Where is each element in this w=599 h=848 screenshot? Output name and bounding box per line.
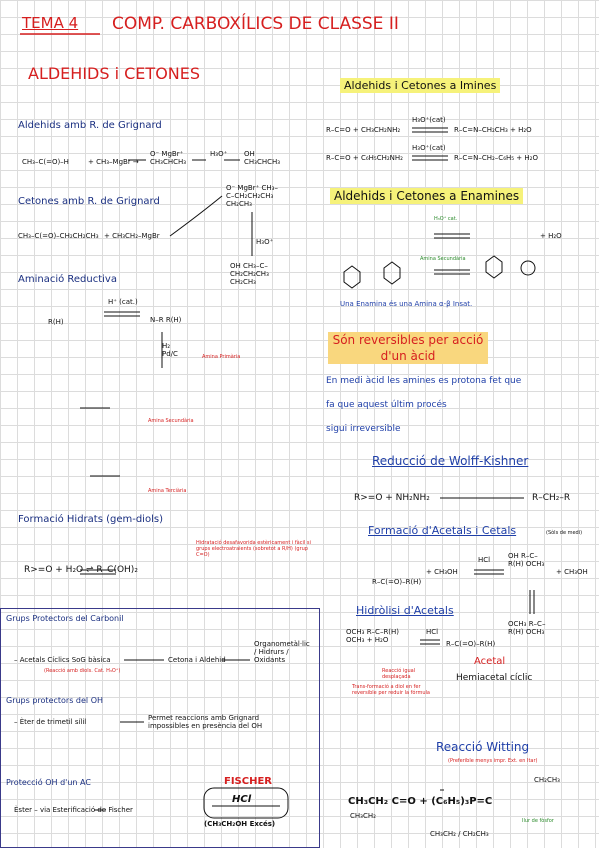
- hidrolisi-left: OCH₃ R–C–R(H) OCH₃ + H₂O: [346, 628, 400, 644]
- acetals-final: OCH₃ R–C–R(H) OCH₃: [508, 620, 546, 636]
- wittig-product: CH₃CH₂ / CH₂CH₃: [430, 830, 489, 838]
- wolff-title: Reducció de Wolff-Kishner: [372, 454, 529, 468]
- acetals-title: Formació d'Acetals i Cetals: [368, 524, 517, 537]
- wittig-ylide-note: Ilur de fòsfor: [522, 818, 554, 824]
- enamines-foot: Una Enamina és una Amina α-β Insat.: [340, 300, 473, 308]
- hidrolisi-hemi: Hemiacetal cíclic: [456, 673, 533, 683]
- enamines-prod: + H₂O: [540, 232, 562, 240]
- tema-label: TEMA 4: [22, 14, 79, 32]
- reversible-title: Són reversibles per acció d'un àcid: [328, 332, 488, 364]
- acetals-reagent: + CH₃OH: [426, 568, 458, 576]
- protectors-oh-title: Grups protectors del OH: [6, 696, 103, 705]
- page-title: COMP. CARBOXÍLICS DE CLASSE II: [112, 14, 399, 34]
- grignard-cet-title: Cetones amb R. de Grignard: [18, 196, 160, 207]
- hidrolisi-right: R–C(=O)–R(H): [446, 640, 496, 648]
- fischer-hcl: HCl: [232, 794, 252, 805]
- reversible-body1: En medi àcid les amines es protona fet q…: [326, 376, 522, 386]
- wolff-eq-left: R>=O + NH₂NH₂: [354, 493, 430, 503]
- imines-eq1-right: R–C=N–CH₂CH₃ + H₂O: [454, 126, 532, 134]
- aminacio-note2: Amina Secundària: [148, 418, 194, 424]
- imines-title: Aldehids i Cetones a Imines: [340, 78, 501, 93]
- wittig-title: Reacció Witting: [436, 740, 530, 754]
- wittig-top: CH₂CH₃: [534, 776, 560, 784]
- imines-eq2-right: R–C=N–CH₂–C₆H₅ + H₂O: [454, 154, 538, 162]
- hidrolisi-title: Hidròlisi d'Acetals: [356, 604, 454, 617]
- aminacio-cond: H⁺ (cat.): [108, 298, 138, 306]
- imines-eq1-left: R–C=O + CH₃CH₂NH₂: [326, 126, 401, 134]
- wolff-eq-right: R–CH₂–R: [532, 493, 571, 503]
- protectors-carbonil-title: Grups Protectors del Carbonil: [6, 614, 124, 623]
- protectors-carbonil-line1b: (Reacció amb diols. Cat. H₃O⁺): [44, 668, 121, 674]
- acetals-cat: HCl: [478, 556, 491, 564]
- protectors-carbonil-line1: – Acetals Cíclics SoG bàsica: [14, 656, 111, 664]
- enamines-title: Aldehids i Cetones a Enamines: [330, 188, 524, 204]
- grignard-ald-intermediate: O⁻ MgBr⁺ CH₃CHCH₃: [150, 150, 187, 166]
- protectors-oh-line1b: Permet reaccions amb Grignard impossible…: [148, 714, 263, 730]
- enamines-cond: H₃O⁺ cat.: [434, 216, 458, 222]
- acetals-left: R–C(=O)–R(H): [372, 578, 422, 586]
- proteccio-ac-title: Protecció OH d'un AC: [6, 778, 91, 787]
- hidrolisi-cat: HCl: [426, 628, 439, 636]
- grignard-cet-reactant: CH₃–C(=O)–CH₂CH₂CH₃: [18, 232, 99, 240]
- hidrolisi-note1: Reacció igual desplaçada: [382, 668, 416, 680]
- fischer-label: FISCHER: [224, 776, 272, 787]
- imines-eq1-cond: H₃O⁺(cat): [412, 116, 446, 124]
- grignard-ald-reactant: CH₃–C(=O)–H: [22, 158, 69, 166]
- imines-eq2-cond: H₃O⁺(cat): [412, 144, 446, 152]
- acetals-hemi: OH R–C–R(H) OCH₃: [508, 552, 545, 568]
- hidrolisi-acetal: Acetal: [474, 656, 506, 667]
- aminacio-note1: Amina Primària: [202, 354, 241, 360]
- aminacio-r1: R(H): [48, 318, 64, 326]
- acetals-plus: + CH₃OH: [556, 568, 588, 576]
- wittig-left: CH₃CH₂ C=O + (C₆H₅)₃P=C: [348, 796, 493, 807]
- grignard-cet-product: OH CH₃–C–CH₂CH₂CH₃ CH₂CH₃: [230, 262, 269, 286]
- wittig-subtitle: (Preferible menys impr. Ext. en Itar): [448, 758, 538, 764]
- acetals-note: (Sòls de medi): [546, 530, 583, 536]
- protectors-carbonil-mid: Cetona i Aldehid: [168, 656, 226, 664]
- reversible-body3: sigui irreversible: [326, 424, 401, 434]
- aminacio-imine: N–R R(H): [150, 316, 182, 324]
- aminacio-red: H₂ Pd/C: [162, 342, 178, 358]
- proteccio-ac-line1: Èster – via Esterificació de Fischer: [14, 806, 133, 814]
- section-subtitle: ALDEHIDS i CETONES: [28, 64, 201, 83]
- grignard-cet-step2: H₃O⁺: [256, 238, 274, 246]
- aminacio-note3: Amina Terciària: [148, 488, 187, 494]
- enamines-note: Amina Secundària: [420, 256, 466, 262]
- hidrats-title: Formació Hidrats (gem-diols): [18, 514, 163, 525]
- imines-eq2-left: R–C=O + C₆H₅CH₂NH₂: [326, 154, 403, 162]
- grignard-ald-product: OH CH₃CHCH₃: [244, 150, 281, 166]
- protectors-oh-line1: – Èter de trimetil sílil: [14, 718, 87, 726]
- wittig-bottom: CH₃CH₂: [350, 812, 376, 820]
- fischer-cond: (CH₃CH₂OH Excés): [204, 820, 276, 828]
- grignard-ald-title: Aldehids amb R. de Grignard: [18, 120, 162, 131]
- grignard-cet-intermediate: O⁻ MgBr⁺ CH₃–C–CH₂CH₂CH₃ CH₂CH₃: [226, 184, 278, 208]
- protectors-carbonil-end: Organometàl·lic / Hidrurs / Oxidants: [254, 640, 310, 664]
- aminacio-title: Aminació Reductiva: [18, 274, 117, 285]
- reversible-body2: fa que aquest últim procés: [326, 400, 447, 410]
- hidrolisi-note2: Trans-formació a diol en fer reversible …: [352, 684, 430, 696]
- grignard-cet-reagent: + CH₃CH₂–MgBr: [104, 232, 160, 240]
- grignard-ald-reagent: + CH₃–MgBr →: [88, 158, 139, 166]
- hidrats-note: Hidratació desafavorida estèricament i f…: [196, 540, 311, 558]
- grignard-ald-step2: H₃O⁺: [210, 150, 228, 158]
